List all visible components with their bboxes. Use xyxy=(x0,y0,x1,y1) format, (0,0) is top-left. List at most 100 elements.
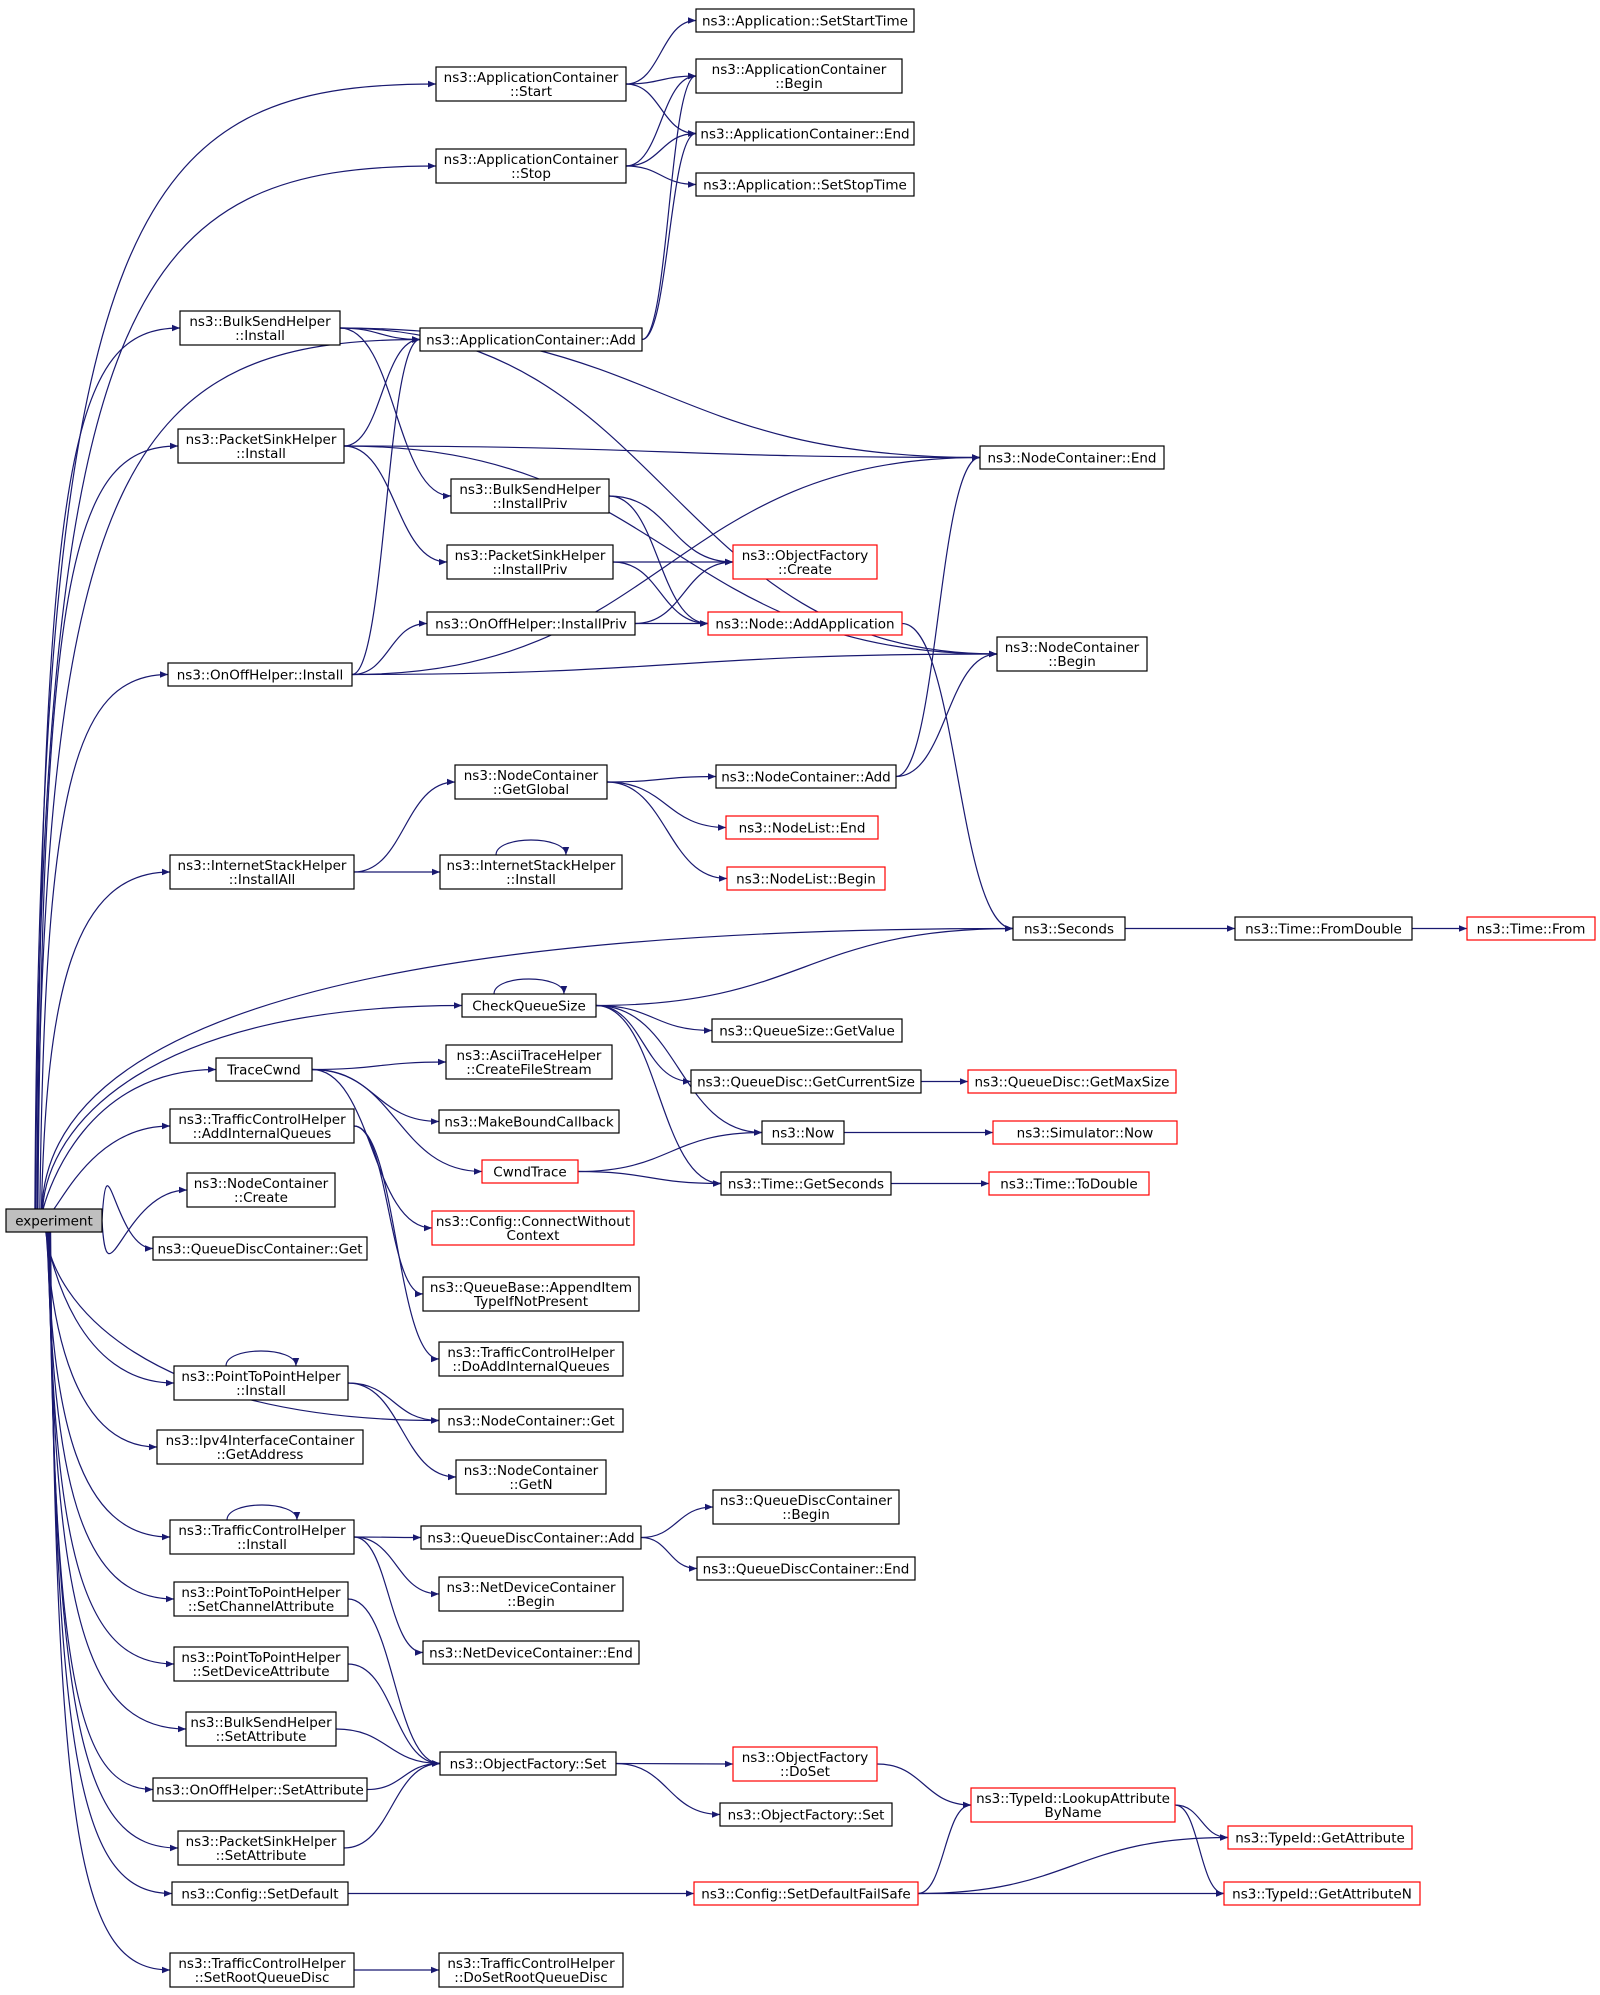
node-box xyxy=(715,764,897,789)
node-label: ns3::OnOffHelper::Install xyxy=(177,668,344,684)
node-of_set2[interactable]: ns3::ObjectFactory::Set xyxy=(719,1802,893,1827)
node-qd_getmax[interactable]: ns3::QueueDisc::GetMaxSize xyxy=(967,1069,1177,1094)
node-bulk_setattr[interactable]: ns3::BulkSendHelper::SetAttribute xyxy=(185,1711,337,1747)
node-now[interactable]: ns3::Now xyxy=(761,1120,845,1145)
node-nc_end[interactable]: ns3::NodeContainer::End xyxy=(979,445,1165,470)
node-qs_getvalue[interactable]: ns3::QueueSize::GetValue xyxy=(711,1018,903,1043)
node-ascii_create[interactable]: ns3::AsciiTraceHelper::CreateFileStream xyxy=(445,1044,613,1080)
node-box xyxy=(450,478,610,514)
node-tid_getattrn[interactable]: ns3::TypeId::GetAttributeN xyxy=(1223,1881,1421,1906)
node-app_stop[interactable]: ns3::ApplicationContainer::Stop xyxy=(435,148,627,184)
node-app_add[interactable]: ns3::ApplicationContainer::Add xyxy=(419,327,643,352)
node-qb_append[interactable]: ns3::QueueBase::AppendItemTypeIfNotPrese… xyxy=(422,1276,640,1312)
node-bulk_install[interactable]: ns3::BulkSendHelper::Install xyxy=(179,310,341,346)
node-nc_create[interactable]: ns3::NodeContainer::Create xyxy=(186,1172,336,1208)
node-qd_getcur[interactable]: ns3::QueueDisc::GetCurrentSize xyxy=(690,1069,922,1094)
node-bulk_priv[interactable]: ns3::BulkSendHelper::InstallPriv xyxy=(450,478,610,514)
node-nc_begin[interactable]: ns3::NodeContainer::Begin xyxy=(996,636,1148,672)
node-sink_priv[interactable]: ns3::PacketSinkHelper::InstallPriv xyxy=(446,544,614,580)
node-seconds[interactable]: ns3::Seconds xyxy=(1012,916,1126,941)
call-edge-sink_priv-to-node_addapp xyxy=(612,561,709,627)
node-box xyxy=(152,1777,368,1802)
node-tch_dosetroot[interactable]: ns3::TrafficControlHelper::DoSetRootQueu… xyxy=(438,1952,624,1988)
node-fromdouble[interactable]: ns3::Time::FromDouble xyxy=(1234,916,1413,941)
node-label: ::Install xyxy=(237,1537,287,1553)
node-of_doset[interactable]: ns3::ObjectFactory::DoSet xyxy=(732,1746,878,1782)
node-label: ns3::InternetStackHelper xyxy=(178,858,347,874)
node-nc_get[interactable]: ns3::NodeContainer::Get xyxy=(438,1408,624,1433)
node-sink_install[interactable]: ns3::PacketSinkHelper::Install xyxy=(177,428,345,464)
call-edge-checkq-to-time_getsec xyxy=(595,1004,722,1187)
node-app_end[interactable]: ns3::ApplicationContainer::End xyxy=(695,121,915,146)
node-label: ns3::BulkSendHelper xyxy=(189,314,331,330)
call-edge-experiment-to-app_stop xyxy=(34,162,437,1210)
node-ndc_end[interactable]: ns3::NetDeviceContainer::End xyxy=(422,1640,640,1665)
node-label: ByName xyxy=(1044,1805,1101,1821)
node-label: ns3::ObjectFactory xyxy=(742,1750,869,1766)
node-label: ::Begin xyxy=(507,1594,555,1610)
node-box xyxy=(481,1159,579,1184)
node-time_from[interactable]: ns3::Time::From xyxy=(1466,916,1596,941)
node-label: ::SetAttribute xyxy=(216,1729,307,1745)
node-app_begin[interactable]: ns3::ApplicationContainer::Begin xyxy=(695,58,903,94)
call-edge-sink_install-to-nc_end xyxy=(343,445,981,461)
node-app_setstop[interactable]: ns3::Application::SetStopTime xyxy=(695,172,915,197)
call-edge-p2p_install-to-nc_get xyxy=(347,1382,440,1424)
node-app_start[interactable]: ns3::ApplicationContainer::Start xyxy=(435,66,627,102)
call-edge-ish_installall-to-nc_getglobal xyxy=(353,778,456,873)
node-ish_install[interactable]: ns3::InternetStackHelper::Install xyxy=(439,854,623,890)
node-box xyxy=(169,1519,355,1555)
node-nl_end[interactable]: ns3::NodeList::End xyxy=(725,815,879,840)
node-sink_setattr[interactable]: ns3::PacketSinkHelper::SetAttribute xyxy=(177,1830,345,1866)
node-p2p_setdev[interactable]: ns3::PointToPointHelper::SetDeviceAttrib… xyxy=(173,1646,349,1682)
node-nc_getn[interactable]: ns3::NodeContainer::GetN xyxy=(455,1459,607,1495)
call-edge-of_set-to-of_set2 xyxy=(615,1762,721,1818)
node-of_create[interactable]: ns3::ObjectFactory::Create xyxy=(732,544,878,580)
node-ndc_begin[interactable]: ns3::NetDeviceContainer::Begin xyxy=(438,1576,624,1612)
node-cfg_setdefaultfs[interactable]: ns3::Config::SetDefaultFailSafe xyxy=(693,1881,919,1906)
node-tracecwnd[interactable]: TraceCwnd xyxy=(215,1057,313,1082)
node-ipv4_getaddr[interactable]: ns3::Ipv4InterfaceContainer::GetAddress xyxy=(156,1429,364,1465)
node-qdc_add[interactable]: ns3::QueueDiscContainer::Add xyxy=(420,1525,642,1550)
node-tch_setroot[interactable]: ns3::TrafficControlHelper::SetRootQueueD… xyxy=(169,1952,355,1988)
node-ish_installall[interactable]: ns3::InternetStackHelper::InstallAll xyxy=(169,854,355,890)
node-label: ns3::TrafficControlHelper xyxy=(178,1956,346,1972)
node-app_setstart[interactable]: ns3::Application::SetStartTime xyxy=(695,8,915,33)
node-onoff_priv[interactable]: ns3::OnOffHelper::InstallPriv xyxy=(426,611,636,636)
node-cwndtrace[interactable]: CwndTrace xyxy=(481,1159,579,1184)
node-node_addapp[interactable]: ns3::Node::AddApplication xyxy=(707,611,903,636)
node-tid_getattr[interactable]: ns3::TypeId::GetAttribute xyxy=(1227,1825,1413,1850)
node-box xyxy=(979,445,1165,470)
node-experiment[interactable]: experiment xyxy=(5,1208,103,1233)
node-checkq[interactable]: CheckQueueSize xyxy=(461,993,597,1018)
node-box xyxy=(422,1276,640,1312)
node-nl_begin[interactable]: ns3::NodeList::Begin xyxy=(726,866,886,891)
node-label: ns3::Application::SetStopTime xyxy=(703,178,907,194)
node-cfg_setdefault[interactable]: ns3::Config::SetDefault xyxy=(171,1881,349,1906)
node-label: ::SetDeviceAttribute xyxy=(192,1664,329,1680)
node-p2p_install[interactable]: ns3::PointToPointHelper::Install xyxy=(173,1365,349,1401)
node-of_set[interactable]: ns3::ObjectFactory::Set xyxy=(439,1751,617,1776)
node-qdc_end[interactable]: ns3::QueueDiscContainer::End xyxy=(696,1556,916,1581)
node-qdc_begin[interactable]: ns3::QueueDiscContainer::Begin xyxy=(712,1489,900,1525)
node-box xyxy=(435,66,627,102)
node-makebound[interactable]: ns3::MakeBoundCallback xyxy=(438,1109,620,1134)
node-box xyxy=(438,1109,620,1134)
node-tch_install[interactable]: ns3::TrafficControlHelper::Install xyxy=(169,1519,355,1555)
node-p2p_setchan[interactable]: ns3::PointToPointHelper::SetChannelAttri… xyxy=(173,1581,349,1617)
node-sim_now[interactable]: ns3::Simulator::Now xyxy=(992,1120,1178,1145)
node-nc_add[interactable]: ns3::NodeContainer::Add xyxy=(715,764,897,789)
node-onoff_setattr[interactable]: ns3::OnOffHelper::SetAttribute xyxy=(152,1777,368,1802)
node-tch_addint[interactable]: ns3::TrafficControlHelper::AddInternalQu… xyxy=(169,1108,355,1144)
node-label: ns3::OnOffHelper::SetAttribute xyxy=(156,1783,364,1799)
node-time_getsec[interactable]: ns3::Time::GetSeconds xyxy=(720,1171,892,1196)
node-label: ::SetChannelAttribute xyxy=(188,1599,334,1615)
node-label: ns3::TrafficControlHelper xyxy=(178,1112,346,1128)
node-nc_getglobal[interactable]: ns3::NodeContainer::GetGlobal xyxy=(454,764,608,800)
node-onoff_install[interactable]: ns3::OnOffHelper::Install xyxy=(167,662,353,687)
node-time_todouble[interactable]: ns3::Time::ToDouble xyxy=(988,1171,1150,1196)
node-tch_doaddint[interactable]: ns3::TrafficControlHelper::DoAddInternal… xyxy=(438,1341,624,1377)
node-qdc_get[interactable]: ns3::QueueDiscContainer::Get xyxy=(152,1236,368,1261)
